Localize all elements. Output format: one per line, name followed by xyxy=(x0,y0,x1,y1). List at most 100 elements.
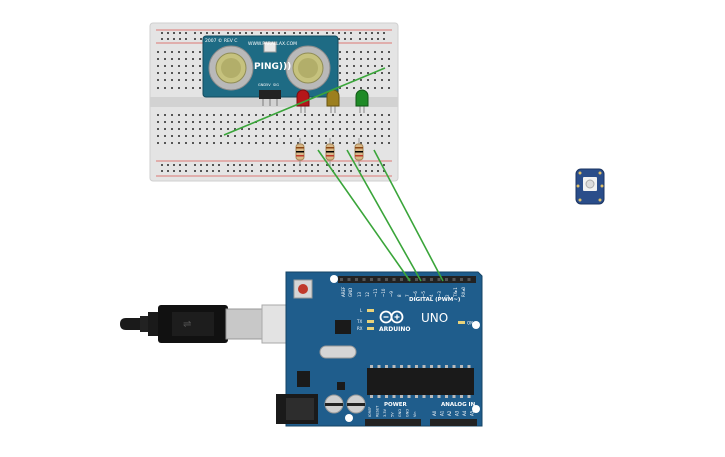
arduino-logo-icon xyxy=(379,310,404,324)
breadboard-hole xyxy=(157,87,159,89)
chip-pin xyxy=(407,365,411,368)
breadboard-hole xyxy=(346,114,348,116)
breadboard-hole xyxy=(388,72,390,74)
red-led[interactable] xyxy=(296,89,310,113)
breadboard-hole xyxy=(276,114,278,116)
crystal xyxy=(319,345,357,359)
rail-hole xyxy=(359,170,361,172)
resistor-3[interactable] xyxy=(354,138,364,166)
chip-pin xyxy=(370,365,373,368)
reset-button-cap[interactable] xyxy=(298,284,308,294)
digital-pin-socket[interactable] xyxy=(467,278,471,281)
breadboard-hole xyxy=(318,121,320,123)
breadboard-hole xyxy=(283,121,285,123)
breadboard-hole xyxy=(311,128,313,130)
breadboard-hole xyxy=(297,142,299,144)
breadboard-hole xyxy=(178,121,180,123)
usb-cable-icon[interactable]: ⇌ xyxy=(120,304,315,344)
digital-pin-label: TX▸1 xyxy=(453,287,458,298)
breadboard-hole xyxy=(381,135,383,137)
breadboard-hole xyxy=(185,142,187,144)
breadboard-hole xyxy=(192,79,194,81)
breadboard-hole xyxy=(185,114,187,116)
digital-pin-socket[interactable] xyxy=(355,278,358,281)
breadboard-hole xyxy=(199,121,201,123)
breadboard-hole xyxy=(171,79,173,81)
breadboard-hole xyxy=(248,128,250,130)
digital-pin-socket[interactable] xyxy=(347,278,351,281)
rail-hole xyxy=(344,170,346,172)
wire-red-led[interactable] xyxy=(317,149,411,282)
resistor-2[interactable] xyxy=(325,138,335,166)
digital-pin-label: ~6 xyxy=(413,291,418,297)
breadboard-hole xyxy=(269,121,271,123)
digital-pin-socket[interactable] xyxy=(392,278,396,281)
breadboard-hole xyxy=(360,72,362,74)
digital-pin-socket[interactable] xyxy=(340,278,343,281)
arduino-logo-text: ARDUINO xyxy=(379,326,410,333)
power-pin-label: RESET xyxy=(376,405,380,417)
led-label-rx: RX xyxy=(357,326,363,331)
rail-hole xyxy=(326,164,328,166)
digital-pin-socket[interactable] xyxy=(422,278,426,281)
digital-pin-socket[interactable] xyxy=(377,278,381,281)
breadboard-hole xyxy=(213,135,215,137)
rgb-led-module-icon[interactable] xyxy=(575,168,605,205)
breadboard-hole xyxy=(388,135,390,137)
breadboard-hole xyxy=(185,121,187,123)
breadboard-hole xyxy=(206,121,208,123)
digital-pin-socket[interactable] xyxy=(452,278,456,281)
power-pin-label: GND xyxy=(398,409,402,417)
yellow-led[interactable] xyxy=(326,89,340,113)
breadboard-hole xyxy=(346,87,348,89)
digital-pin-socket[interactable] xyxy=(430,278,433,281)
breadboard-hole xyxy=(164,51,166,53)
digital-pin-socket[interactable] xyxy=(400,278,403,281)
breadboard-hole xyxy=(157,128,159,130)
uno-label: UNO xyxy=(421,311,448,325)
breadboard-hole xyxy=(339,72,341,74)
digital-pin-socket[interactable] xyxy=(370,278,373,281)
breadboard-hole xyxy=(360,65,362,67)
chip-pin xyxy=(385,395,388,398)
breadboard-hole xyxy=(346,135,348,137)
digital-pin-socket[interactable] xyxy=(437,278,441,281)
breadboard-hole xyxy=(388,58,390,60)
breadboard-hole xyxy=(241,142,243,144)
breadboard-hole xyxy=(283,142,285,144)
chip-pin xyxy=(422,365,426,368)
rail-hole xyxy=(317,32,319,34)
breadboard-hole xyxy=(339,135,341,137)
breadboard-hole xyxy=(346,58,348,60)
pin-label-sig: SIG xyxy=(273,83,279,87)
chip-pin xyxy=(467,395,471,398)
digital-pin-socket[interactable] xyxy=(460,278,463,281)
breadboard-hole xyxy=(199,51,201,53)
ultrasonic-sensor[interactable]: WWW.PARALLAX.COM 2007 © REV C PING))) GN… xyxy=(202,35,339,106)
wire-yellow-led[interactable] xyxy=(346,149,422,282)
breadboard-hole xyxy=(374,128,376,130)
rail-hole xyxy=(332,164,334,166)
breadboard-hole xyxy=(374,142,376,144)
breadboard-hole xyxy=(164,142,166,144)
green-led[interactable] xyxy=(355,89,369,113)
breadboard-hole xyxy=(157,72,159,74)
digital-pin-socket[interactable] xyxy=(415,278,418,281)
wire-green-led[interactable] xyxy=(373,149,444,282)
breadboard-hole xyxy=(367,79,369,81)
digital-pin-socket[interactable] xyxy=(362,278,366,281)
digital-pin-socket[interactable] xyxy=(445,278,448,281)
resistor-1[interactable] xyxy=(295,138,305,166)
breadboard-hole xyxy=(262,135,264,137)
digital-pin-socket[interactable] xyxy=(385,278,388,281)
breadboard-hole xyxy=(157,142,159,144)
breadboard-hole xyxy=(367,135,369,137)
breadboard-hole xyxy=(241,121,243,123)
rail-hole xyxy=(173,32,175,34)
breadboard-hole xyxy=(346,72,348,74)
rail-hole xyxy=(200,38,202,40)
breadboard-hole xyxy=(157,121,159,123)
rail-hole xyxy=(350,38,352,40)
wire-sensor-ground[interactable] xyxy=(223,67,386,136)
